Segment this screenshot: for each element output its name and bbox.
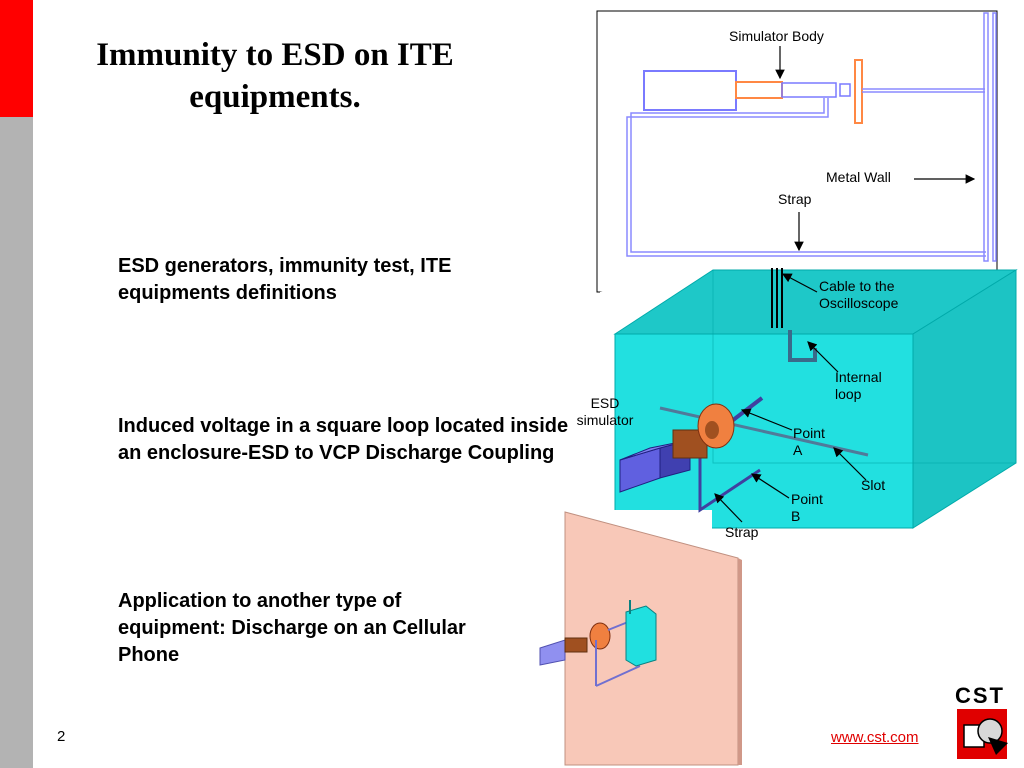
label-strap-top: Strap [778,191,812,207]
annotation-pointers [714,273,867,523]
label-esd-simulator: ESD simulator [569,395,641,429]
label-strap-bottom: Strap [725,524,759,540]
label-esd-line-1: ESD [590,395,620,411]
bullet-esd-generators: ESD generators, immunity test, ITE equip… [118,255,452,304]
simulator-top-view [596,10,998,293]
label-point-b: Point B [791,491,823,525]
label-internal-line-2: loop [835,386,862,402]
label-cable-line-1: Cable to the [819,278,895,294]
label-cable-oscilloscope: Cable to the Oscilloscope [819,278,898,312]
label-slot: Slot [861,477,886,493]
label-point-a: Point A [793,425,825,459]
label-internal-loop: Internal loop [835,369,882,403]
sidebar-accent-red [0,0,33,117]
cst-logo-text: CST [955,683,1005,708]
slide-title: Immunity to ESD on ITE equipments. [40,34,510,118]
enclosure-box [600,268,1018,556]
cst-website-link[interactable]: www.cst.com [831,729,919,746]
bullet-cellular-phone: Application to another type of equipment… [118,590,466,666]
title-line-2: equipments. [189,79,361,115]
sidebar-accent-gray [0,117,33,768]
label-point-a-line-1: Point [793,425,825,441]
page-number: 2 [57,728,66,745]
label-metal-wall: Metal Wall [826,169,891,185]
bullet-induced-voltage: Induced voltage in a square loop located… [118,415,569,464]
label-esd-line-2: simulator [576,412,634,428]
label-simulator-body: Simulator Body [729,28,824,44]
label-point-b-line-1: Point [791,491,823,507]
cst-logo-icon [957,709,1008,759]
label-point-b-line-2: B [791,508,801,524]
title-line-1: Immunity to ESD on ITE [96,37,454,73]
cst-logo-badge: 3 [993,738,1000,750]
cellular-phone-scene [539,511,742,766]
label-cable-line-2: Oscilloscope [819,295,899,311]
label-point-a-line-2: A [793,442,803,458]
label-internal-line-1: Internal [835,369,882,385]
